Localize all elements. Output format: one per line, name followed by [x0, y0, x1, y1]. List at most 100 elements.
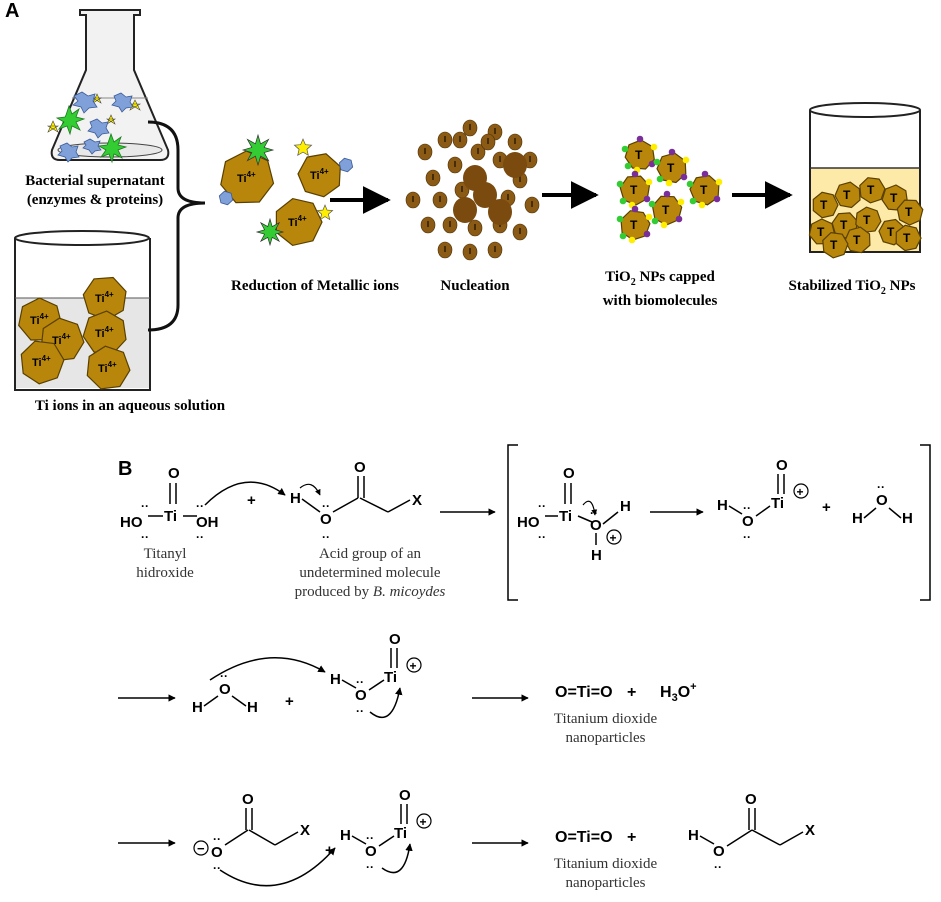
stabilized-np-2-label: T [867, 183, 875, 197]
yellow-star-icon [316, 204, 334, 221]
green-star-icon [255, 217, 285, 247]
capping-molecule [698, 201, 706, 209]
capped-np-5-label: T [630, 218, 638, 232]
flask-label: Bacterial supernatant (enzymes & protein… [25, 173, 165, 208]
stabilized-np-11 [822, 231, 849, 259]
svg-text:O=Ti=O: O=Ti=O [555, 829, 613, 846]
beaker-ion-0-label: Ti4+ [30, 312, 49, 327]
capping-molecule [715, 178, 723, 186]
capping-molecule [668, 148, 676, 156]
step-stabilized-label: Stabilized TiO2 NPs [788, 278, 916, 297]
capping-molecule [631, 205, 639, 213]
beaker-ion-5 [86, 345, 131, 390]
svg-text:O: O [320, 511, 332, 528]
svg-text:H: H [902, 510, 913, 527]
svg-text:··: ·· [322, 499, 330, 513]
capping-molecule [648, 160, 656, 168]
stabilized-np-11-label: T [830, 238, 838, 252]
svg-text:+: + [247, 492, 256, 509]
svg-text:−: − [197, 841, 205, 856]
capping-molecule [682, 156, 690, 164]
svg-text:··: ·· [538, 530, 546, 544]
svg-text:O: O [742, 513, 754, 530]
svg-text:··: ·· [714, 860, 722, 874]
capping-molecule [648, 200, 656, 208]
svg-text:··: ·· [877, 480, 885, 494]
svg-text:··: ·· [141, 499, 149, 513]
stabilized-np-7-label: T [863, 213, 871, 227]
svg-text:X: X [805, 822, 815, 839]
capping-molecule [677, 198, 685, 206]
svg-text:H: H [688, 827, 699, 844]
capping-molecule [645, 213, 653, 221]
process-arrows [330, 181, 793, 214]
stabilized-np-5-label: T [817, 225, 825, 239]
capping-molecule [645, 178, 653, 186]
product-caption-row2: Titanium dioxide nanoparticles [553, 711, 658, 746]
reduction-ion-1 [220, 150, 275, 204]
svg-text:H: H [852, 510, 863, 527]
capped-np-2-label: T [700, 183, 708, 197]
svg-text:··: ·· [743, 530, 751, 544]
stabilized-np-10-label: T [853, 233, 861, 247]
stabilized-np-4-label: T [905, 205, 913, 219]
capped-np-4-label: T [662, 203, 670, 217]
nucleus-large-2 [488, 199, 512, 225]
svg-text:Ti: Ti [164, 508, 177, 525]
capping-molecule [636, 135, 644, 143]
stabilized-np-0-label: T [820, 198, 828, 212]
stabilized-np-0 [812, 191, 839, 219]
svg-text:··: ·· [213, 861, 221, 875]
capped-np-4 [651, 195, 683, 226]
svg-text:Ti: Ti [559, 508, 572, 525]
panel-letter-b: B [118, 458, 133, 480]
svg-text:+: + [410, 659, 417, 673]
svg-text:OH: OH [196, 514, 219, 531]
beaker-ion-4 [20, 340, 65, 385]
svg-text:··: ·· [356, 704, 364, 718]
acid-caption: Acid group of an undetermined molecule p… [294, 546, 446, 600]
capped-np-5 [620, 210, 651, 241]
svg-text:O: O [211, 844, 223, 861]
svg-text:··: ·· [743, 501, 751, 515]
svg-text:O: O [168, 465, 180, 482]
reduction-ion-1-label: Ti4+ [237, 170, 256, 185]
capping-molecule [616, 215, 624, 223]
svg-text:··: ·· [356, 675, 364, 689]
svg-text:H: H [247, 699, 258, 716]
yellow-star-icon [293, 138, 313, 157]
capping-molecule [680, 173, 688, 181]
svg-text:··: ·· [220, 669, 228, 683]
svg-text:+: + [610, 531, 617, 545]
svg-text:Ti: Ti [771, 495, 784, 512]
svg-text:X: X [412, 492, 422, 509]
green-star-icon [241, 133, 275, 167]
capping-molecule [653, 158, 661, 166]
attack-arrow-1 [204, 481, 286, 506]
svg-text:O: O [219, 681, 231, 698]
svg-text:+: + [797, 485, 804, 499]
svg-text:H: H [340, 827, 351, 844]
step-capped-label: TiO2 NPs capped with biomolecules [602, 269, 718, 309]
mechanism-row-3: − O ·· ·· O X + H O ·· ·· Ti O + [118, 787, 815, 887]
svg-text:··: ·· [366, 831, 374, 845]
svg-text:O: O [776, 457, 788, 474]
svg-text:H: H [330, 671, 341, 688]
reduction-ion-2 [297, 153, 341, 198]
mechanism: O Ti HO OH ·· ·· ·· ·· + H O ·· ·· O [118, 444, 931, 887]
capping-molecule [663, 190, 671, 198]
svg-text:H: H [591, 547, 602, 564]
svg-text:··: ·· [538, 499, 546, 513]
flask [46, 9, 170, 164]
capped-np-2 [689, 174, 720, 206]
blue-blob-icon [218, 190, 234, 206]
svg-text:Ti: Ti [384, 669, 397, 686]
stabilized-np-9-label: T [903, 231, 911, 245]
product-caption-row3: Titanium dioxide nanoparticles [553, 856, 658, 891]
capping-molecule [656, 175, 664, 183]
svg-text:O: O [355, 687, 367, 704]
capping-molecule [616, 180, 624, 188]
